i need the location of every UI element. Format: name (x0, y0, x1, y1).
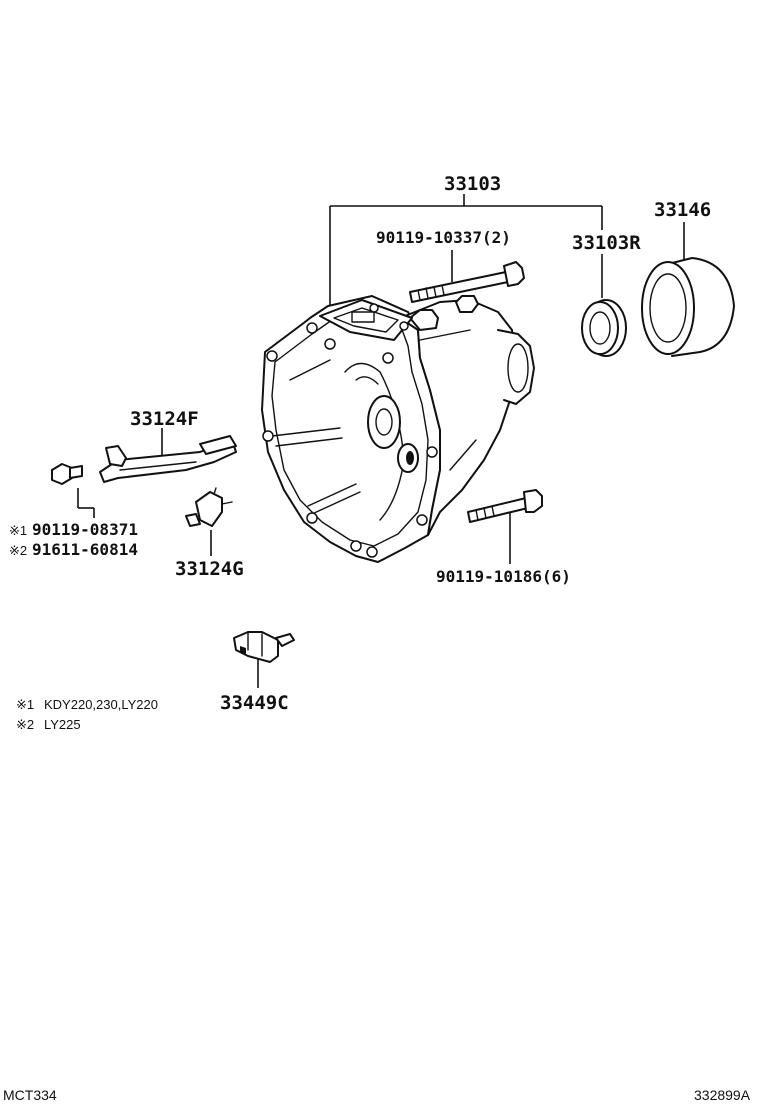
diagram-code-left: MCT334 (3, 1087, 57, 1103)
label-33124f: 33124F (130, 408, 199, 430)
upper-bolt (409, 261, 525, 303)
label-90119-10337: 90119-10337(2) (376, 228, 511, 247)
release-fork (99, 435, 237, 483)
label-33103: 33103 (444, 173, 501, 195)
label-33103r: 33103R (572, 232, 641, 254)
clutch-housing (261, 295, 535, 563)
clip (185, 487, 233, 527)
sleeve (641, 257, 735, 357)
note-marker-1: ※1 (16, 697, 34, 712)
label-90119-08371: 90119-08371 (32, 520, 138, 539)
label-91611-60814: 91611-60814 (32, 540, 138, 559)
diagram-code-right: 332899A (694, 1087, 751, 1103)
label-90119-10186: 90119-10186(6) (436, 567, 571, 586)
left-bolt (51, 463, 83, 485)
note-marker-2: ※2 (16, 717, 34, 732)
label-33146: 33146 (654, 199, 711, 221)
oil-seal (581, 299, 627, 357)
bracket (233, 631, 295, 663)
note-2: LY225 (44, 717, 81, 732)
marker-1: ※1 (9, 523, 27, 538)
label-33449c: 33449C (220, 692, 289, 714)
label-33124g: 33124G (175, 558, 244, 580)
marker-2: ※2 (9, 543, 27, 558)
lower-bolt (467, 489, 543, 523)
leader-lines (77, 194, 685, 688)
note-1: KDY220,230,LY220 (44, 697, 158, 712)
